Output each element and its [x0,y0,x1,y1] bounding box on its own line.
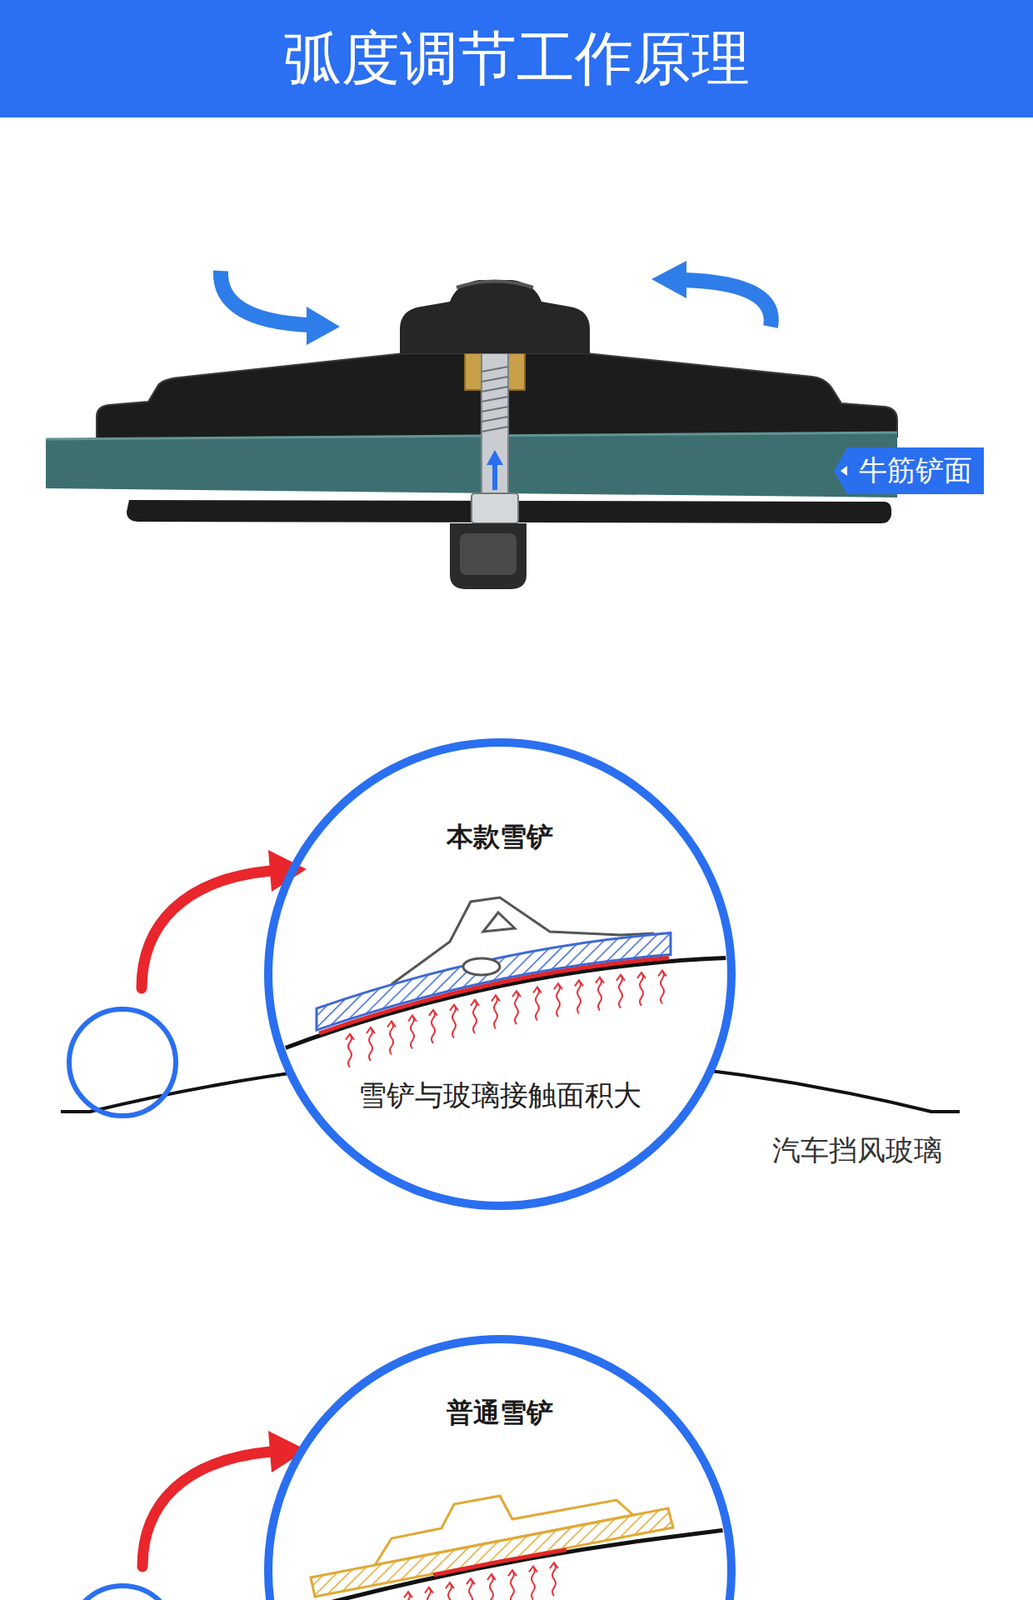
force-arrow [637,972,646,1006]
force-arrow [429,1009,438,1043]
screw-shaft [481,353,509,500]
contact-line [433,1549,567,1575]
force-arrow [549,1561,559,1596]
force-arrow [533,987,542,1021]
node-text: 雪铲与玻璃接触面积大 [358,1078,642,1112]
node-heading: 牛筋铲面 [858,454,973,487]
screw-thread [481,366,509,432]
zoom-arrow [141,870,271,989]
force-arrow [528,1566,538,1600]
force-arrow [466,1577,475,1600]
tag-fill [833,447,984,495]
callout-tag: 牛筋铲面 [833,447,984,495]
node-heading: 普通雪铲 [446,1397,554,1428]
force-arrow [595,977,604,1011]
force-arrow [553,983,563,1017]
node-heading: 本款雪铲 [446,821,554,853]
force-arrow [491,994,500,1029]
magnifier-ground [268,742,732,1206]
adjust-knob [399,279,590,354]
force-arrow [487,1573,496,1600]
page-title: 弧度调节工作原理 [0,0,1033,118]
force-arrow [574,979,584,1014]
force-arrow [387,1021,396,1055]
circle-border [268,742,732,1206]
good-scraper-detail [249,897,750,1068]
handle-hole [483,912,515,932]
zoom-arrow [142,1451,271,1567]
circle-border [268,1338,732,1600]
force-arrow [658,970,667,1004]
contact-line [319,958,669,1033]
zoom-spot [69,1585,176,1600]
force-arrow [616,974,625,1009]
magnifier-circle: 本款雪铲雪铲与玻璃接触面积大 [268,742,732,1206]
force-arrow [404,1591,413,1600]
tag-notch [840,465,848,476]
force-arrow [424,1586,434,1600]
force-arrow [345,1033,355,1068]
circle-outline [268,742,732,1206]
clamp [449,523,527,589]
adjust-knob [463,958,500,975]
force-arrow [470,999,480,1033]
rotate-arrow [220,270,310,325]
knob-highlight [456,281,534,289]
force-arrow [508,1569,517,1600]
scraper-section [45,260,898,589]
force-arrow [408,1015,417,1049]
rotate-arrow [684,279,772,327]
annotation-label: 汽车挡风玻璃 [772,1133,943,1167]
rotate-arrow-head [651,260,687,299]
magnifier-ground [268,1338,732,1600]
rigid-blade [310,1507,674,1597]
magnifier-circle: 普通雪铲 [268,1338,732,1600]
bolt-head [471,493,519,524]
circle-outline [268,1338,732,1600]
plain-scraper-detail [266,1495,742,1600]
lift-arrow-head [486,449,504,465]
rubber-blade [45,432,898,498]
clamp-grip [459,533,517,575]
force-arrow [366,1027,375,1061]
zoom-spot [69,1008,176,1116]
force-arrow [445,1581,455,1600]
rotate-arrow-head [306,306,340,345]
blade-edge [45,432,898,440]
title-banner [0,0,1033,118]
force-arrow [449,1004,459,1038]
force-arrow [512,990,521,1024]
